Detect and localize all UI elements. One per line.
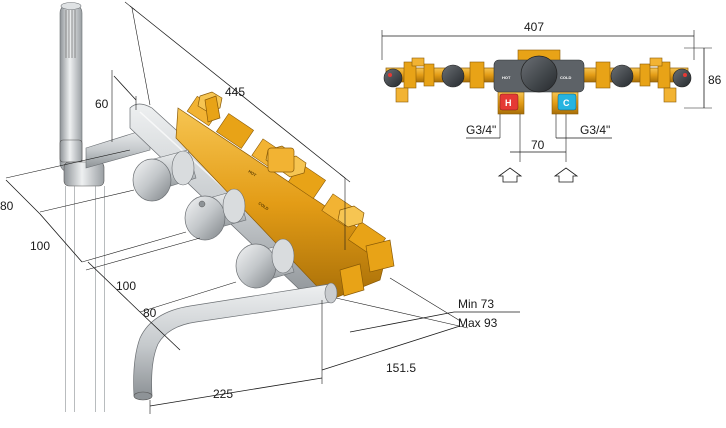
- dim-max: Max 93: [458, 316, 498, 330]
- front-view: H C HOT COLD: [381, 30, 712, 183]
- shower-holder: [59, 139, 83, 163]
- dimension-lines-left: [5, 1, 520, 414]
- dim-80-left: 80: [0, 199, 14, 213]
- hot-badge: [499, 93, 519, 111]
- dim-70: 70: [531, 138, 545, 152]
- hot-engraving: HOT: [247, 169, 257, 178]
- cold-inlet-arrow: [553, 167, 579, 183]
- dim-86: 86: [708, 73, 722, 87]
- cold-letter: C: [563, 98, 570, 108]
- front-hot-word: HOT: [502, 75, 511, 80]
- knob-top: [132, 149, 197, 202]
- knob-middle-thermostat: [184, 188, 247, 241]
- dim-407: 407: [524, 20, 544, 34]
- front-cold-word: COLD: [560, 75, 571, 80]
- center-cartridge: [520, 55, 558, 93]
- cold-engraving: COLD: [257, 201, 269, 212]
- wall-arm: [85, 127, 151, 169]
- knob-bottom: [235, 238, 295, 289]
- dim-445: 445: [225, 85, 245, 99]
- cold-badge: [557, 93, 577, 111]
- dim-225: 225: [213, 387, 233, 401]
- thermostat-button: [198, 200, 206, 208]
- dim-100-left: 100: [30, 239, 50, 253]
- thread-left: G3/4": [466, 123, 496, 137]
- dim-100-spout: 100: [116, 279, 136, 293]
- shower-grip-lines: [65, 10, 76, 58]
- hose-connector: [63, 161, 105, 187]
- dim-151-5: 151.5: [386, 361, 416, 375]
- brass-valve-body: HOT COLD: [175, 91, 395, 301]
- thread-right: G3/4": [580, 123, 610, 137]
- dim-60: 60: [95, 97, 109, 111]
- dim-min: Min 73: [458, 297, 494, 311]
- dim-80-spout: 80: [143, 306, 157, 320]
- hot-inlet-arrow: [497, 167, 523, 183]
- hot-letter: H: [505, 98, 512, 108]
- hand-shower: [59, 2, 105, 412]
- bath-spout: [133, 282, 338, 401]
- spout-outlet: [133, 391, 153, 401]
